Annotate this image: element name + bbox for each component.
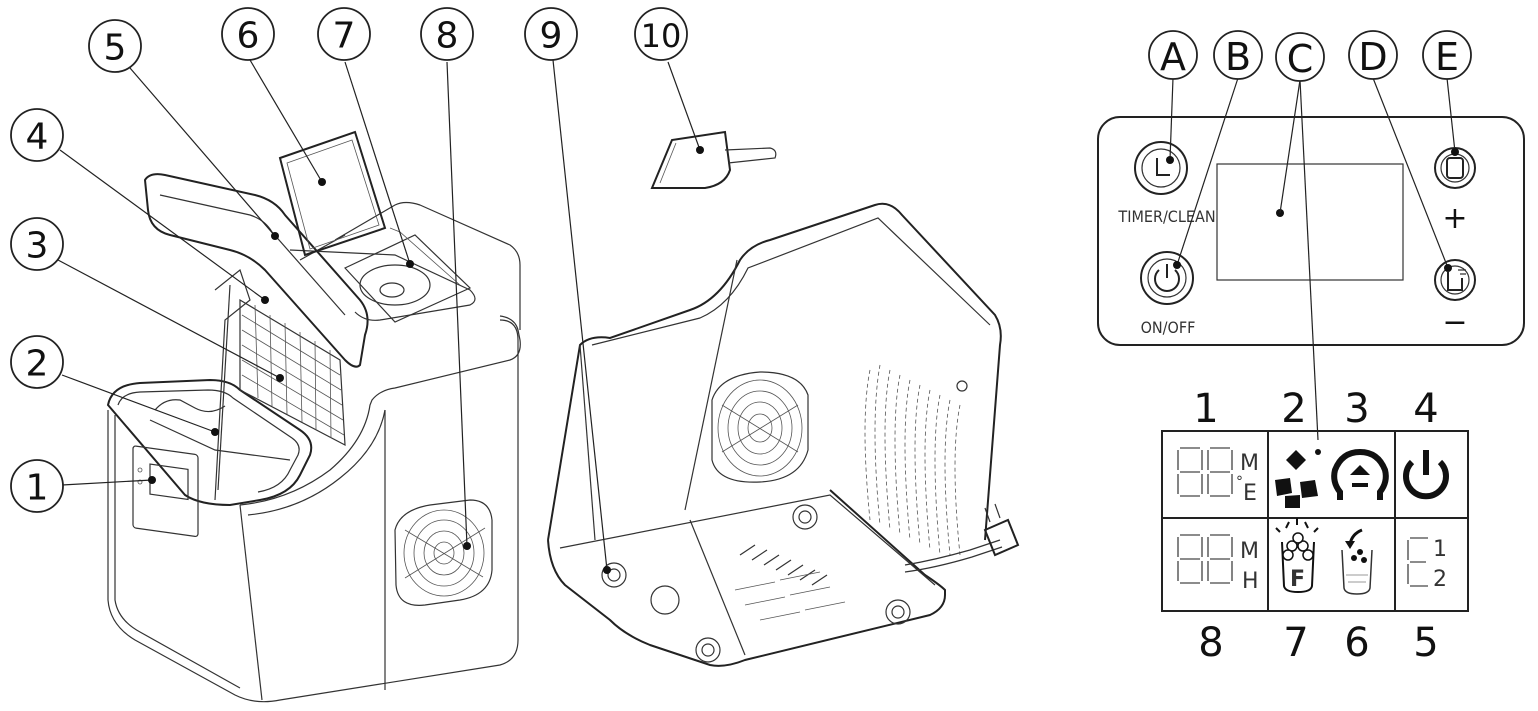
ice-cubes-icon xyxy=(1275,449,1321,508)
panel-screen xyxy=(1216,163,1404,281)
svg-text:4: 4 xyxy=(26,117,49,158)
svg-text:M: M xyxy=(1240,539,1259,564)
svg-text:°: ° xyxy=(1236,474,1243,490)
display-number-3: 3 xyxy=(1344,386,1369,432)
callout-A: A xyxy=(1148,30,1198,80)
svg-text:E: E xyxy=(1243,481,1257,506)
error-code-cell: 1 2 xyxy=(1407,537,1447,592)
digits-bottom-cell: M H xyxy=(1177,534,1259,594)
display-number-1: 1 xyxy=(1193,386,1218,432)
callout-4: 4 xyxy=(10,108,64,162)
callout-3: 3 xyxy=(10,217,64,271)
svg-text:7: 7 xyxy=(333,16,356,57)
ice-maker-bottom-view xyxy=(547,202,1020,667)
svg-text:M: M xyxy=(1240,451,1259,476)
control-panel: TIMER/CLEAN ON/OFF + − xyxy=(1097,30,1525,441)
callout-lines xyxy=(57,59,704,574)
callout-10: 10 xyxy=(634,7,688,61)
clock-icon xyxy=(1156,158,1170,176)
power-button[interactable] xyxy=(1140,251,1194,305)
basket-full-icon: F xyxy=(1275,518,1319,594)
callout-7: 7 xyxy=(317,7,371,61)
svg-text:1: 1 xyxy=(26,468,49,509)
display-number-6: 6 xyxy=(1344,620,1369,666)
callout-5: 5 xyxy=(88,19,142,73)
minus-label: − xyxy=(1442,305,1467,340)
svg-text:F: F xyxy=(1290,567,1305,592)
side-vent-holes xyxy=(864,364,961,556)
display-number-5: 5 xyxy=(1413,620,1438,666)
power-cord xyxy=(904,503,1020,573)
digits-top-cell: M ° E xyxy=(1177,447,1259,506)
callout-1: 1 xyxy=(10,459,64,513)
power-symbol-icon xyxy=(1403,450,1449,500)
drain-icon xyxy=(1447,272,1463,291)
display-legend: 1 2 3 4 8 7 6 5 M ° E xyxy=(1161,386,1469,666)
minus-button[interactable] xyxy=(1434,259,1476,301)
svg-text:A: A xyxy=(1160,35,1186,79)
ice-scoop xyxy=(650,130,777,189)
ice-basket-grid xyxy=(239,298,346,447)
svg-text:B: B xyxy=(1225,35,1251,79)
power-icon xyxy=(1154,269,1180,292)
callout-8: 8 xyxy=(420,7,474,61)
fan-grille-rear xyxy=(711,371,809,483)
ice-maker-front-view xyxy=(106,130,521,703)
callout-2: 2 xyxy=(10,335,64,389)
display-number-8: 8 xyxy=(1198,620,1223,666)
svg-text:D: D xyxy=(1358,35,1387,79)
timer-clean-label: TIMER/CLEAN xyxy=(1117,207,1215,226)
compressor-icon xyxy=(1331,448,1389,500)
svg-text:E: E xyxy=(1435,35,1459,79)
svg-text:9: 9 xyxy=(540,16,563,57)
ice-size-icon xyxy=(1446,157,1464,179)
svg-text:2: 2 xyxy=(1433,567,1447,592)
callout-markers: 1 2 3 4 5 6 7 8 9 10 xyxy=(10,7,688,513)
callout-D: D xyxy=(1348,30,1398,80)
svg-text:8: 8 xyxy=(436,16,459,57)
callout-B: B xyxy=(1213,30,1263,80)
callout-E: E xyxy=(1422,30,1472,80)
svg-text:6: 6 xyxy=(237,16,260,57)
display-number-7: 7 xyxy=(1283,620,1308,666)
callout-9: 9 xyxy=(524,7,578,61)
callout-6: 6 xyxy=(221,7,275,61)
on-off-label: ON/OFF xyxy=(1141,318,1196,337)
callout-C: C xyxy=(1275,32,1325,82)
svg-text:C: C xyxy=(1287,37,1314,81)
display-number-2: 2 xyxy=(1281,386,1306,432)
svg-text:2: 2 xyxy=(26,344,49,385)
timer-clean-button[interactable] xyxy=(1134,141,1188,195)
display-number-4: 4 xyxy=(1413,386,1438,432)
svg-text:5: 5 xyxy=(104,28,127,69)
svg-text:H: H xyxy=(1242,569,1259,594)
svg-text:10: 10 xyxy=(641,17,682,55)
add-water-icon xyxy=(1341,528,1373,595)
fan-grille-front xyxy=(394,499,493,606)
plus-label: + xyxy=(1442,201,1467,236)
svg-text:3: 3 xyxy=(26,226,49,267)
base-slots xyxy=(734,544,846,621)
svg-text:1: 1 xyxy=(1433,537,1447,562)
